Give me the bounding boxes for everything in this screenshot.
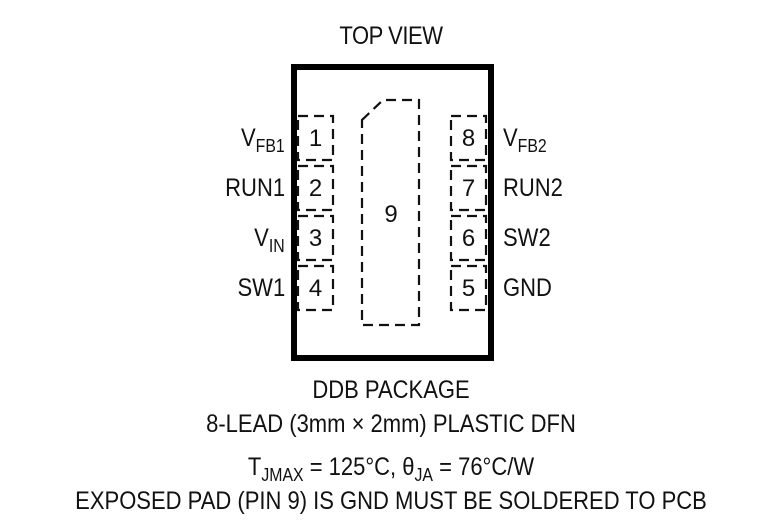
- pad-3: [296, 214, 335, 262]
- pin-number-7: 7: [462, 175, 475, 202]
- package-outline: [291, 64, 494, 361]
- pin-label-main: SW2: [503, 224, 551, 252]
- exposed-pad-9: [360, 98, 421, 327]
- view-title: TOP VIEW: [339, 22, 443, 50]
- pad-5: [449, 264, 488, 312]
- pin-number-2: 2: [309, 175, 322, 202]
- theta-subscript: JA: [414, 465, 434, 485]
- pin-number-8: 8: [462, 125, 475, 152]
- pin-number-5: 5: [462, 275, 475, 302]
- pin-label-sw2: SW2: [503, 226, 551, 251]
- pin-label-sw1: SW1: [237, 276, 285, 301]
- pin-label-vfb1: VFB1: [241, 124, 285, 156]
- package-name: DDB PACKAGE: [312, 376, 470, 404]
- pad-4: [296, 264, 335, 312]
- theta-value: = 76°C/W: [433, 453, 535, 481]
- pin-number-1: 1: [309, 125, 322, 152]
- pin-label-vfb2: VFB2: [503, 124, 547, 156]
- pin-label-main: V: [241, 124, 256, 152]
- pad-7: [449, 164, 488, 212]
- pin-label-sub: IN: [269, 236, 285, 256]
- pad-6: [449, 214, 488, 262]
- pin-label-main: SW1: [237, 274, 285, 302]
- pin-number-9: 9: [384, 201, 397, 228]
- theta-symbol: θ: [402, 453, 415, 481]
- pin-label-vin: VIN: [254, 224, 285, 256]
- pin-label-gnd: GND: [503, 276, 552, 301]
- pin-label-run2: RUN2: [503, 176, 563, 201]
- pad-1: [296, 114, 335, 162]
- pin-number-6: 6: [462, 225, 475, 252]
- tj-symbol: T: [247, 453, 262, 481]
- pin-number-3: 3: [309, 225, 322, 252]
- pin-label-main: V: [503, 124, 518, 152]
- package-description: 8-LEAD (3mm × 2mm) PLASTIC DFN: [206, 410, 576, 438]
- tj-value: = 125°C,: [303, 453, 403, 481]
- tj-subscript: JMAX: [261, 465, 304, 485]
- exposed-pad-note: EXPOSED PAD (PIN 9) IS GND MUST BE SOLDE…: [75, 487, 707, 515]
- pin-label-sub: FB2: [517, 136, 547, 156]
- thermal-spec: TJMAX = 125°C, θJA = 76°C/W: [47, 453, 735, 485]
- pin-label-main: RUN1: [225, 174, 285, 202]
- pin-label-main: RUN2: [503, 174, 563, 202]
- pad-2: [296, 164, 335, 212]
- pin-label-sub: FB1: [255, 136, 285, 156]
- pin-label-main: GND: [503, 274, 552, 302]
- pad-8: [449, 114, 488, 162]
- pin-label-main: V: [254, 224, 270, 252]
- pin-number-4: 4: [309, 275, 322, 302]
- pin-label-run1: RUN1: [225, 176, 285, 201]
